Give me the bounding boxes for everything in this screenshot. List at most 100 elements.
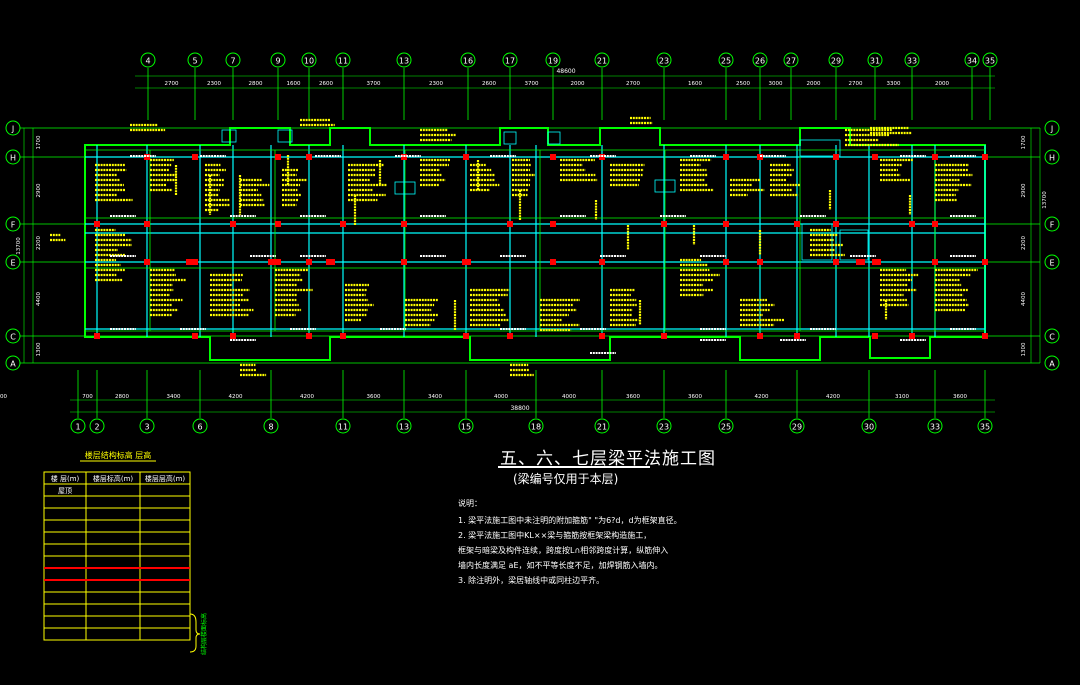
dim-top-segment: 2300 xyxy=(207,81,221,87)
axis-label-top: 27 xyxy=(786,57,796,66)
axis-label-bottom: 3 xyxy=(144,423,149,432)
column xyxy=(275,154,281,160)
column xyxy=(833,221,839,227)
row-bubble-left xyxy=(5,120,21,136)
row-bubble-right xyxy=(1044,328,1060,344)
beam-annotations xyxy=(50,116,978,377)
opening-frame xyxy=(221,129,237,143)
row-bubble-right xyxy=(1044,355,1060,371)
opening-frame xyxy=(503,131,517,145)
building-outline xyxy=(84,127,986,361)
axis-bubble-top xyxy=(594,52,610,68)
dim-top-segment: 2000 xyxy=(571,81,585,87)
row-label-right: F xyxy=(1050,221,1055,230)
dim-bottom-segment: 3100 xyxy=(895,394,909,400)
column xyxy=(932,154,938,160)
dim-bottom-segment: 4000 xyxy=(494,394,508,400)
axis-label-top: 31 xyxy=(870,57,880,66)
row-bubble-left xyxy=(5,355,21,371)
axis-label-bottom: 18 xyxy=(531,423,541,432)
row-label-left: J xyxy=(11,125,14,134)
dim-bottom-segment: 2800 xyxy=(115,394,129,400)
column-large xyxy=(268,259,277,265)
column xyxy=(982,333,988,339)
dim-bottom-segment: 4200 xyxy=(826,394,840,400)
column xyxy=(401,259,407,265)
row-bubble-left xyxy=(5,216,21,232)
axis-bubble-top xyxy=(964,52,980,68)
column xyxy=(757,259,763,265)
axis-label-top: 35 xyxy=(985,57,995,66)
axis-bubble-bottom xyxy=(458,418,474,434)
column xyxy=(661,221,667,227)
axis-bubble-top xyxy=(656,52,672,68)
axis-label-top: 17 xyxy=(505,57,515,66)
axis-bubble-top xyxy=(140,52,156,68)
dim-top-segment: 2000 xyxy=(807,81,821,87)
table-header-height: 楼层层高(m) xyxy=(145,474,186,483)
axis-label-top: 5 xyxy=(192,57,197,66)
axis-label-top: 25 xyxy=(721,57,731,66)
row-label-right: C xyxy=(1049,333,1055,342)
axis-bubble-top xyxy=(460,52,476,68)
axis-bubble-top xyxy=(225,52,241,68)
beam-layout xyxy=(84,127,986,361)
dim-top-segment: 1600 xyxy=(688,81,702,87)
dim-bottom-segment: 3400 xyxy=(428,394,442,400)
note-2-cont-b: 墙内长度满足 aE，如不平等长度不足，加焊钢筋入墙内。 xyxy=(458,561,663,570)
column-large xyxy=(326,259,335,265)
axis-label-top: 29 xyxy=(831,57,841,66)
dim-bottom-segment: 3600 xyxy=(953,394,967,400)
column xyxy=(932,221,938,227)
axis-bubble-top xyxy=(545,52,561,68)
column xyxy=(306,333,312,339)
dim-bottom-segment: 3600 xyxy=(367,394,381,400)
column xyxy=(982,154,988,160)
table-brace xyxy=(189,613,201,653)
axis-bubble-top xyxy=(718,52,734,68)
table-side-label: 结构层楼面标高 xyxy=(200,613,208,655)
axis-label-top: 19 xyxy=(548,57,558,66)
row-label-right: E xyxy=(1049,259,1054,268)
column xyxy=(401,221,407,227)
note-3: 3. 除注明外，梁居轴线中或同柱边平齐。 xyxy=(458,576,605,585)
column xyxy=(507,333,513,339)
dim-bottom-segment: 4200 xyxy=(755,394,769,400)
dim-bottom-segment: 3600 xyxy=(626,394,640,400)
axis-bubble-bottom xyxy=(927,418,943,434)
column xyxy=(757,333,763,339)
column xyxy=(909,333,915,339)
column xyxy=(550,154,556,160)
axis-label-top: 16 xyxy=(463,57,473,66)
row-label-left: C xyxy=(10,333,16,342)
dim-right-segment: 2900 xyxy=(1021,183,1027,197)
axis-label-top: 33 xyxy=(907,57,917,66)
axis-bubble-bottom xyxy=(861,418,877,434)
axis-bubble-bottom xyxy=(396,418,412,434)
dim-top-segment: 2300 xyxy=(429,81,443,87)
column xyxy=(909,221,915,227)
axis-label-top: 10 xyxy=(304,57,314,66)
axis-bubble-top xyxy=(187,52,203,68)
dim-top-segment: 2000 xyxy=(935,81,949,87)
column xyxy=(550,221,556,227)
axis-label-bottom: 15 xyxy=(461,423,471,432)
column-large xyxy=(186,259,195,265)
dim-left-segment: 1700 xyxy=(36,135,42,149)
axis-label-top: 21 xyxy=(597,57,607,66)
drawing-subtitle: (梁编号仅用于本层) xyxy=(513,472,619,486)
dim-right-segment: 4400 xyxy=(1021,292,1027,306)
axis-bubble-bottom xyxy=(528,418,544,434)
column xyxy=(723,259,729,265)
opening-frame xyxy=(547,131,561,145)
row-label-right: A xyxy=(1049,360,1055,369)
column xyxy=(507,221,513,227)
axis-label-top: 9 xyxy=(275,57,280,66)
dim-top-segment: 2600 xyxy=(319,81,333,87)
axis-label-bottom: 33 xyxy=(930,423,940,432)
column xyxy=(463,333,469,339)
column xyxy=(230,333,236,339)
row-bubble-right xyxy=(1044,120,1060,136)
column xyxy=(723,154,729,160)
